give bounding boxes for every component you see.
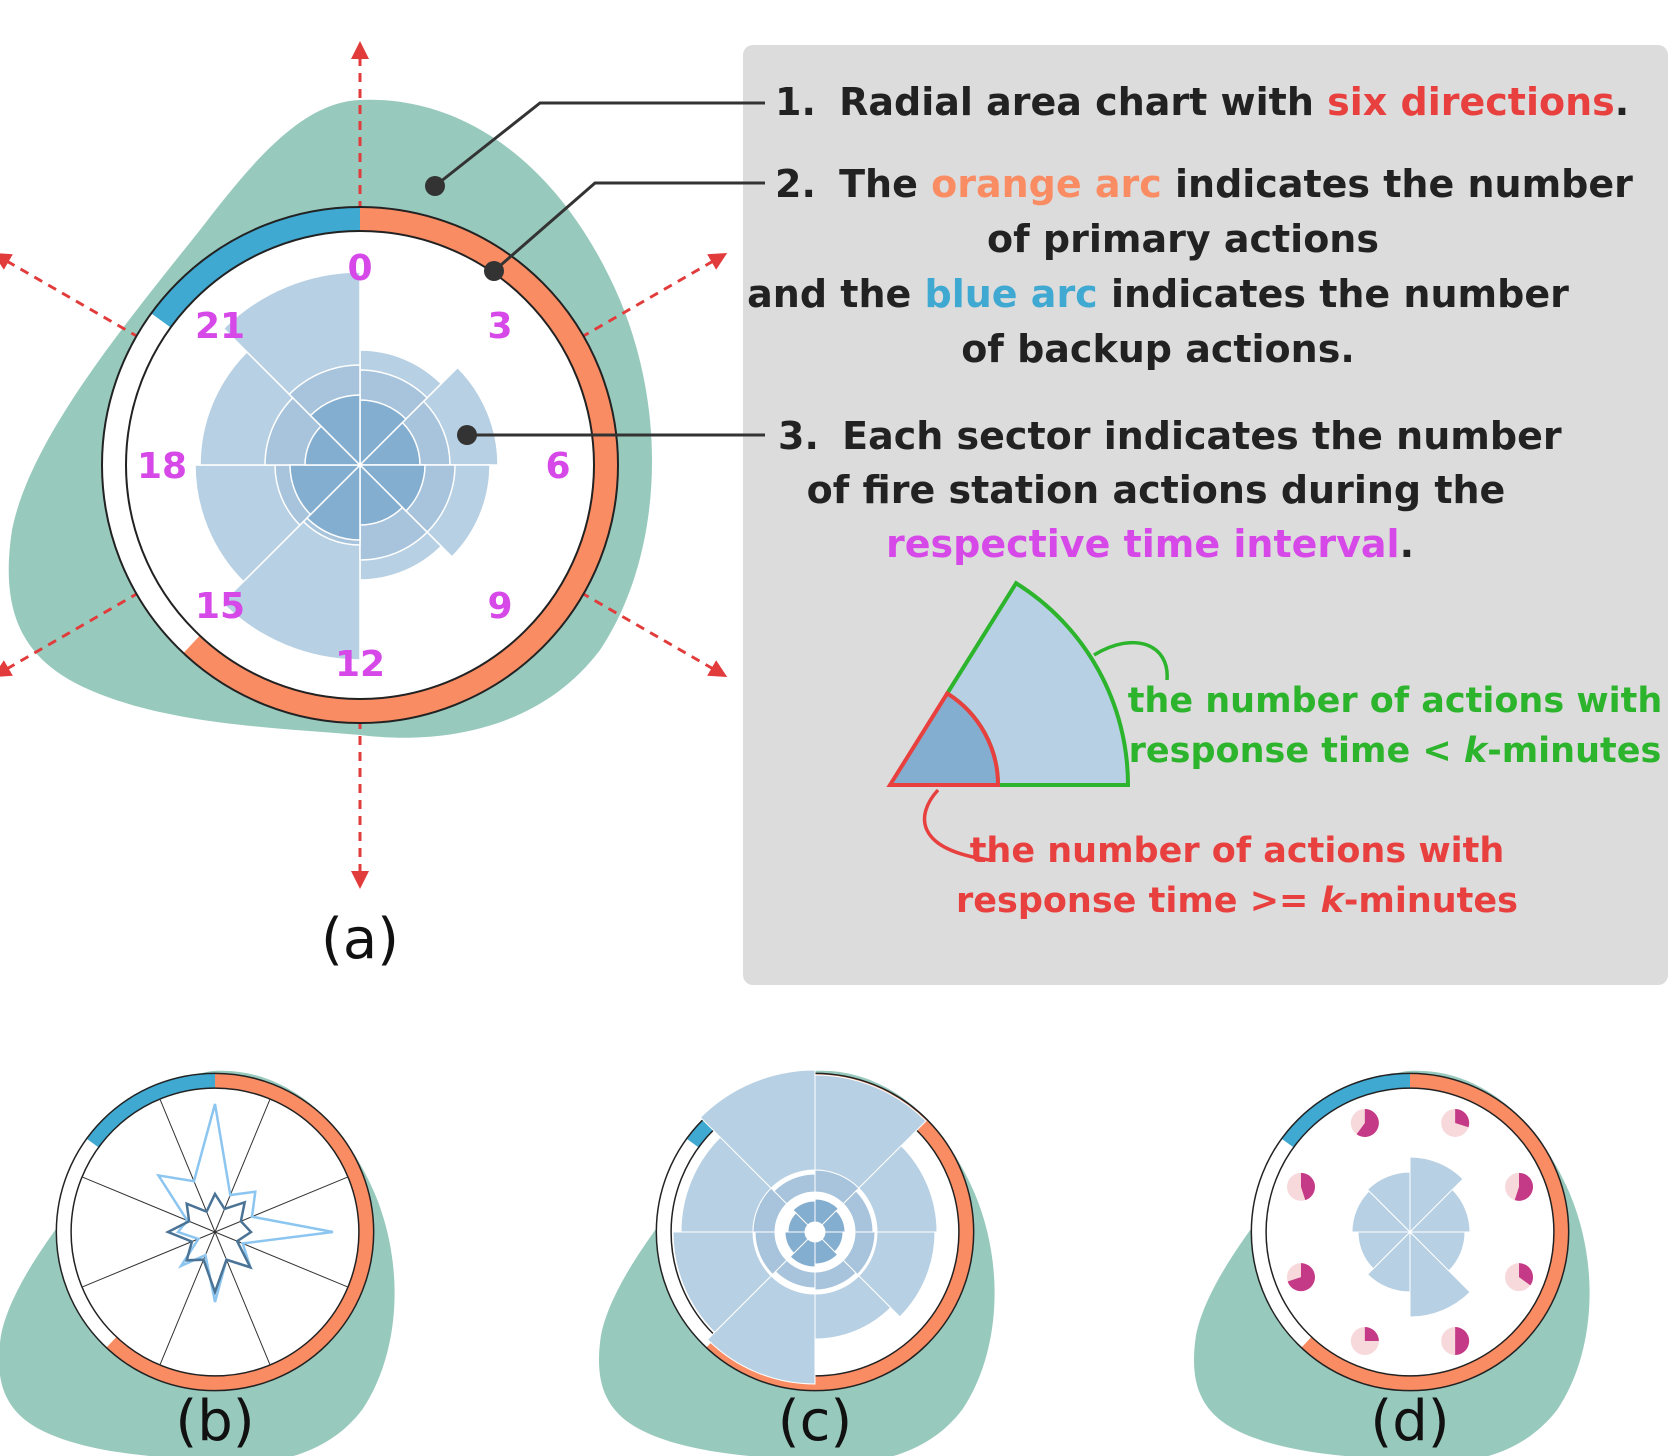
- panel-c-inner-sector-1: [821, 1210, 846, 1233]
- red-note-line-1: the number of actions with: [970, 831, 1505, 871]
- blue-backup-arc: [151, 207, 361, 328]
- red-callout-curve: [922, 788, 991, 862]
- callout-line-2: [493, 181, 765, 273]
- panel-b-spoke-7: [159, 1098, 216, 1233]
- panel-c-inner-sector-5: [784, 1231, 809, 1254]
- panel-c-inner-sector-4: [789, 1238, 816, 1268]
- panel-b-spoke-1: [214, 1176, 349, 1233]
- panel-d-pie-slice-5: [1287, 1263, 1315, 1292]
- hour-label-0: 0: [347, 248, 372, 289]
- legend-item-1: 1. Radial area chart with six directions…: [775, 80, 1629, 124]
- panel-d-pie-slice-0: [1455, 1108, 1470, 1128]
- hour-label-12: 12: [335, 644, 385, 685]
- panel-d-sector-1: [1408, 1188, 1471, 1233]
- panel-b-blue-arc: [86, 1073, 216, 1148]
- sector-inner-2: [358, 464, 426, 513]
- legend-item-2-line-1: 2. The orange arc indicates the number: [775, 162, 1633, 206]
- panel-d-orange-arc: [1301, 1073, 1569, 1391]
- panel-d-pie-slice-6: [1300, 1172, 1315, 1201]
- panel-d-pie-slice-4: [1364, 1327, 1379, 1342]
- hour-label-18: 18: [137, 446, 187, 487]
- panel-b-spoke-3: [214, 1231, 271, 1366]
- hour-label-15: 15: [195, 586, 245, 627]
- panel-d-pie-slice-7: [1356, 1108, 1379, 1137]
- direction-arrow-6: [0, 253, 140, 339]
- panel-d-pie-slice-1: [1514, 1172, 1534, 1201]
- hour-label-6: 6: [545, 446, 570, 487]
- callout-dot-2: [484, 261, 504, 281]
- panel-b-orange-arc: [106, 1073, 374, 1391]
- panel-b-star-plot: [0, 1070, 395, 1456]
- panel-d-blue-arc: [1281, 1073, 1411, 1148]
- panel-c-inner-sector-0: [814, 1198, 840, 1226]
- panel-c-nested-rose: [598, 1069, 995, 1456]
- hour-labels: 0 3 6 9 12 15 18 21: [137, 248, 571, 685]
- legend-text: 1. Radial area chart with six directions…: [747, 80, 1633, 566]
- panel-d-outer-border: [1250, 1072, 1570, 1392]
- panel-a-label: (a): [321, 907, 399, 972]
- legend-item-2-line-4: of backup actions.: [961, 327, 1355, 371]
- panel-d-sector-4: [1366, 1230, 1411, 1293]
- legend-item-2-line-2: of primary actions: [987, 217, 1379, 261]
- sector-group: [194, 271, 499, 661]
- outer-ring-border: [101, 206, 619, 724]
- panel-d-label: (d): [1370, 1389, 1449, 1454]
- panel-b-series-dark: [164, 1191, 253, 1296]
- panel-c-outer-sector-7: [699, 1069, 816, 1189]
- panel-c-label: (c): [778, 1389, 852, 1454]
- red-note-line-2: response time >= k-minutes: [956, 881, 1518, 921]
- panel-c-outer-sector-4: [706, 1275, 816, 1385]
- panel-c-outer-sector-2: [858, 1231, 936, 1318]
- panel-d-pie-slice-3: [1455, 1327, 1470, 1356]
- callout-dot-1: [425, 176, 445, 196]
- legend-item-3-line-2: of fire station actions during the: [807, 468, 1506, 512]
- hour-label-3: 3: [487, 306, 512, 347]
- panel-d-pie-slice-2: [1519, 1263, 1534, 1286]
- panel-a-radial-chart: 0 3 6 9 12 15 18 21 (a): [0, 41, 765, 972]
- hour-label-9: 9: [487, 586, 512, 627]
- direction-arrows: [0, 41, 728, 889]
- green-callout-curve: [1093, 640, 1169, 681]
- callout-dot-3: [457, 425, 477, 445]
- hour-label-21: 21: [195, 306, 245, 347]
- legend-inner-sector: [886, 690, 1001, 787]
- legend-item-3-line-3: respective time interval.: [886, 522, 1414, 566]
- panel-b-series-light: [155, 1103, 334, 1303]
- panel-d-pie-ring: [1193, 1070, 1590, 1456]
- panel-d-sector-7: [1366, 1171, 1411, 1234]
- direction-arrow-2: [580, 252, 728, 339]
- sector-inner-4: [305, 463, 361, 541]
- legend-item-2-line-3: and the blue arc indicates the number: [747, 272, 1569, 316]
- sector-inner-5: [289, 464, 362, 516]
- direction-arrow-5: [0, 591, 140, 677]
- green-note-line-2: response time < k-minutes: [1129, 731, 1662, 771]
- panel-d-sector-3: [1409, 1230, 1471, 1318]
- callout-lines: [434, 101, 765, 437]
- legend-item-3-line-1: 3. Each sector indicates the number: [778, 414, 1562, 458]
- panel-b-label: (b): [175, 1389, 254, 1454]
- legend-sector-illustration: [886, 580, 1169, 862]
- direction-arrow-3: [580, 591, 728, 678]
- callout-line-1: [434, 101, 765, 188]
- legend-notes: the number of actions with response time…: [956, 681, 1662, 921]
- panel-c-inner-sector-7: [792, 1200, 816, 1226]
- callout-dots: [425, 176, 504, 445]
- panel-c-outer-sector-5: [672, 1231, 772, 1334]
- panel-b-spoke-6: [81, 1176, 216, 1233]
- panel-c-outer-sector-1: [858, 1145, 938, 1233]
- sector-inner-7: [309, 394, 361, 467]
- panel-d-sector-0: [1409, 1156, 1464, 1234]
- panel-b-outer-border: [55, 1072, 375, 1392]
- green-note-line-1: the number of actions with: [1128, 681, 1663, 721]
